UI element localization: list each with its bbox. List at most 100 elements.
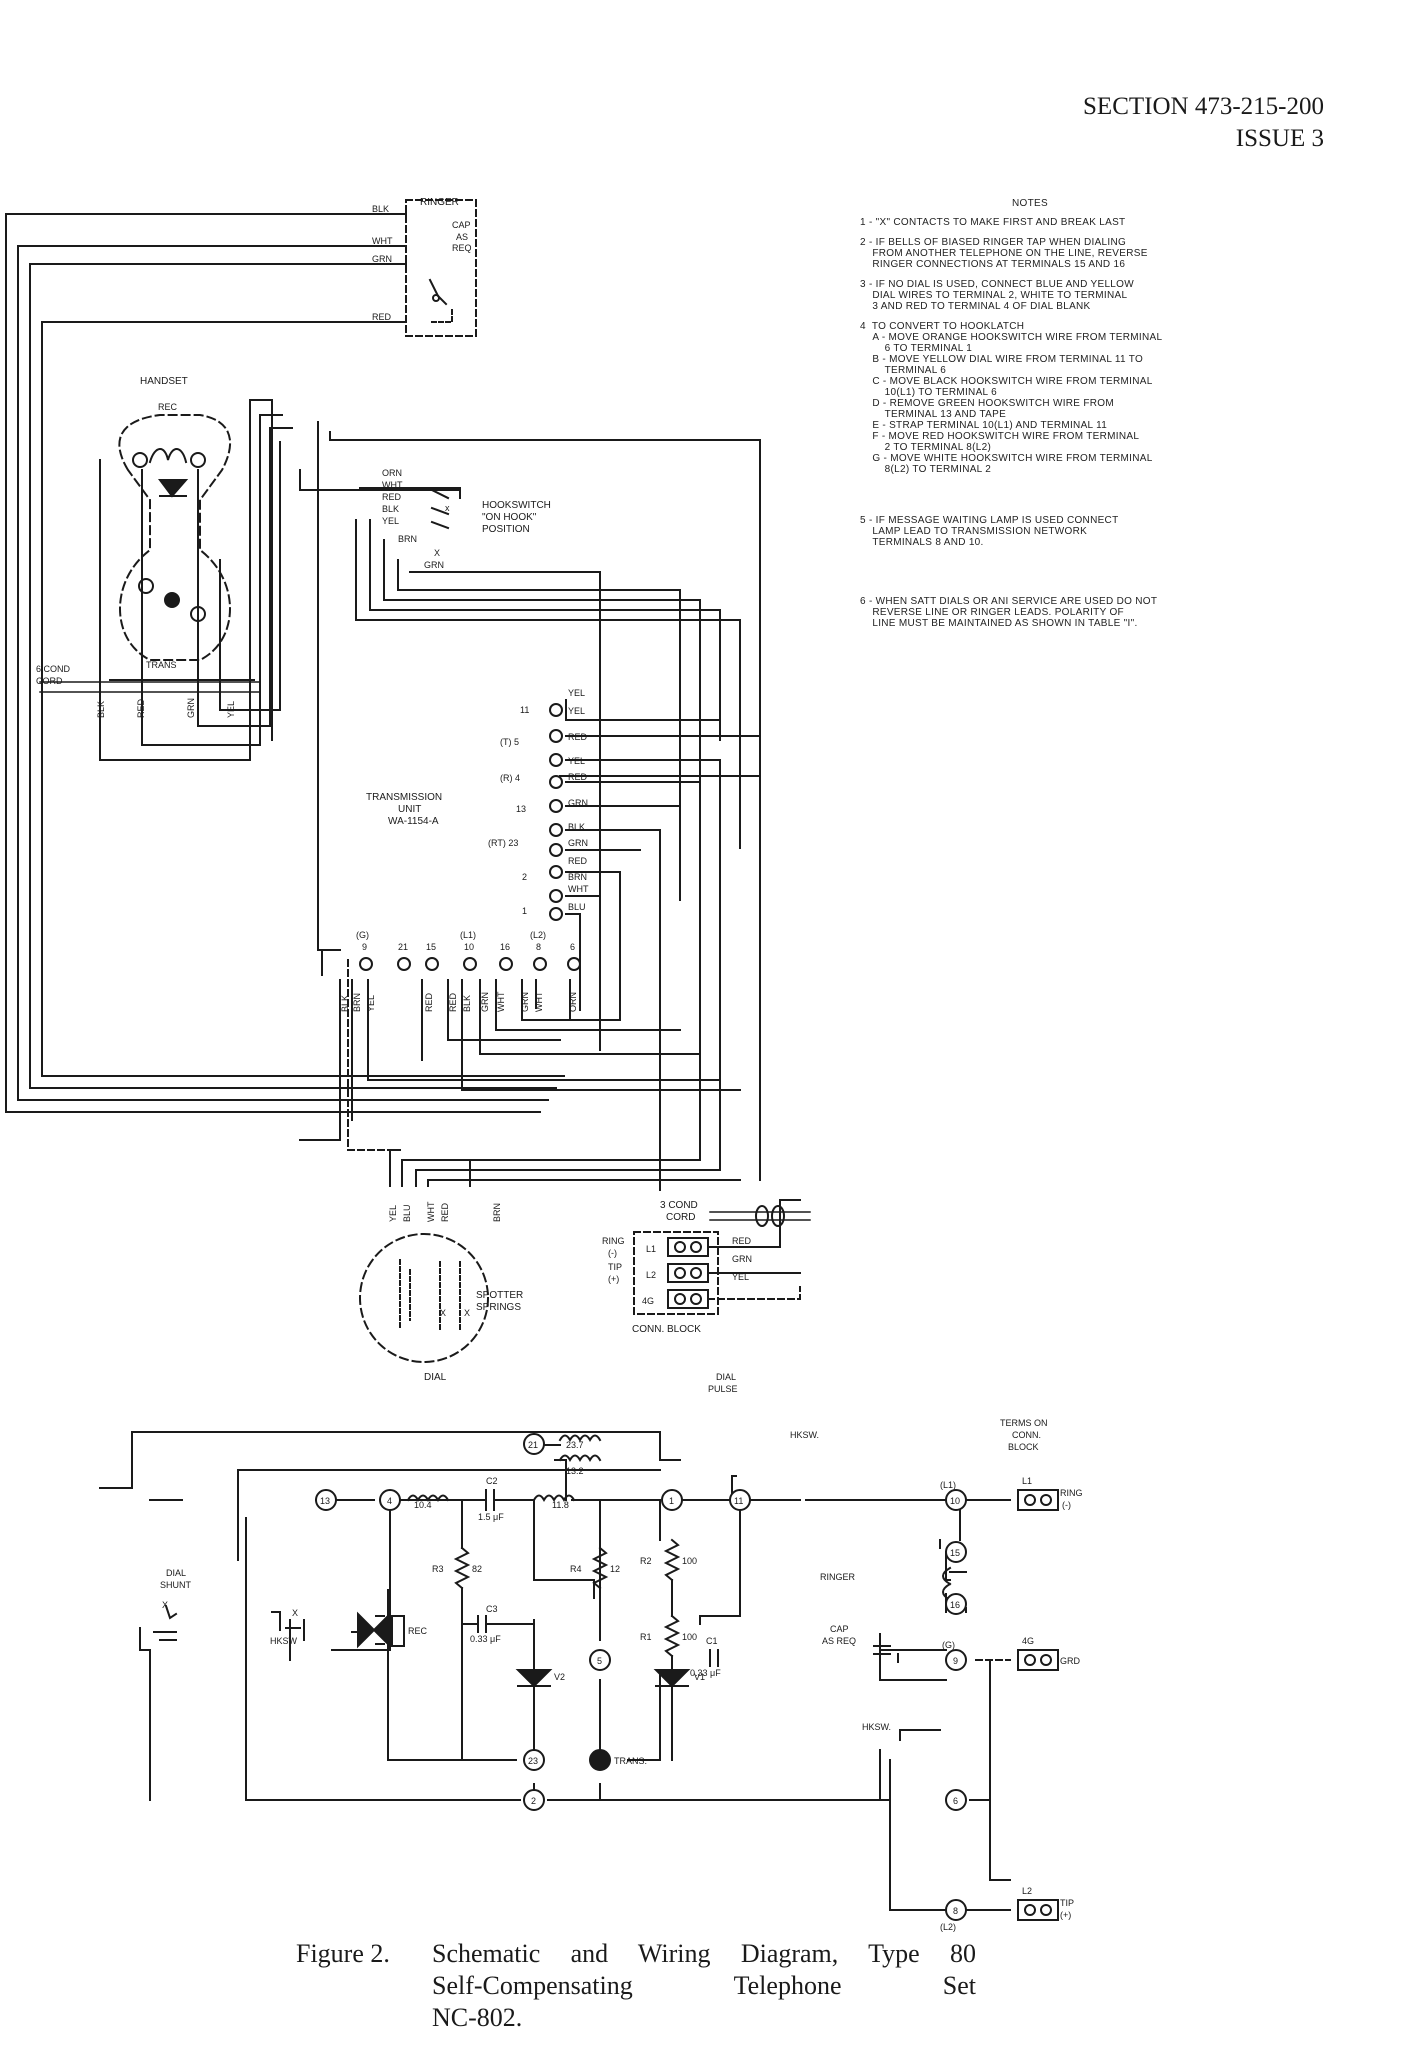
cord6-label-1: 6 COND: [36, 664, 71, 674]
bt-num-21: 21: [398, 942, 408, 952]
spotter-label-2: SPRINGS: [476, 1302, 521, 1313]
spotter-label-1: SPOTTER: [476, 1290, 523, 1301]
handset-outline: [118, 414, 231, 661]
tip-term-pol: (+): [1060, 1910, 1071, 1920]
cap-sch-label-2: AS REQ: [822, 1636, 856, 1646]
c3-label: C3: [486, 1604, 498, 1614]
tu-wire-9: RED: [568, 856, 588, 866]
hookswitch-label-3: POSITION: [482, 524, 530, 535]
bt-num-15: 15: [426, 942, 436, 952]
hs-cord-blk: BLK: [96, 701, 106, 718]
tu-wire-1: YEL: [568, 688, 585, 698]
hs-cord-red: RED: [136, 698, 146, 718]
node-15: 15: [950, 1548, 960, 1558]
note-1: 1 - "X" CONTACTS TO MAKE FIRST AND BREAK…: [860, 217, 1126, 228]
node-5: 5: [597, 1656, 602, 1666]
ring-block-term: L1: [1022, 1476, 1032, 1486]
wire-ringer-blk: [5, 213, 541, 1113]
node-8: 8: [953, 1906, 958, 1916]
hs-wire-brn: BRN: [398, 534, 417, 544]
hksw-top-label: HKSW.: [790, 1430, 819, 1440]
notes-title: NOTES: [1012, 198, 1048, 209]
figure-caption: Figure 2. Schematic and Wiring Diagram, …: [296, 1938, 976, 2034]
r2-value: 100: [682, 1556, 697, 1566]
tu-wire-4: YEL: [568, 756, 585, 766]
dial-circle: [359, 1233, 489, 1363]
notes-block: NOTES 1 - "X" CONTACTS TO MAKE FIRST AND…: [860, 198, 1260, 638]
ind-11-8: 11.8: [552, 1500, 569, 1510]
tu-term-t5: (T) 5: [500, 737, 519, 747]
bt-num-10: 10: [464, 942, 474, 952]
bv-9: GRN: [520, 992, 530, 1012]
ind-23-7: 23.7: [566, 1440, 584, 1450]
cap-sch-label-1: CAP: [830, 1624, 849, 1634]
tu-term-r4: (R) 4: [500, 773, 520, 783]
node-1: 1: [669, 1496, 674, 1506]
c1-value: 0.33 μF: [690, 1668, 721, 1678]
handset-trans-label: TRANS: [146, 660, 177, 670]
dial-x-1: X: [440, 1308, 446, 1318]
note-5: 5 - IF MESSAGE WAITING LAMP IS USED CONN…: [860, 515, 1119, 548]
bv-6: BLK: [462, 995, 472, 1012]
bv-5: RED: [448, 992, 458, 1012]
tip-label: TIP: [608, 1262, 622, 1272]
tu-wire-6: GRN: [568, 798, 588, 808]
node-9: 9: [953, 1656, 958, 1666]
g-label: (G): [942, 1640, 955, 1650]
block-l2: L2: [646, 1270, 656, 1280]
bv-4: RED: [424, 992, 434, 1012]
note-3: 3 - IF NO DIAL IS USED, CONNECT BLUE AND…: [860, 279, 1134, 312]
dial-shunt-x: X: [162, 1600, 168, 1610]
bt-num-16: 16: [500, 942, 510, 952]
hs-wire-yel: YEL: [382, 516, 399, 526]
tip-term-name: TIP: [1060, 1898, 1074, 1908]
node-13: 13: [320, 1496, 330, 1506]
tu-wire-8: GRN: [568, 838, 588, 848]
r4-value: 12: [610, 1564, 620, 1574]
dial-wire-yel: YEL: [388, 1205, 398, 1222]
bt-num-8: 8: [536, 942, 541, 952]
dial-wire-brn: BRN: [492, 1203, 502, 1222]
svg-text:x: x: [445, 503, 450, 513]
tu-term-13: 13: [516, 804, 526, 814]
wire-ringer-grn: [29, 263, 557, 1089]
trans-node-label: TRANS.: [614, 1756, 647, 1766]
node-6: 6: [953, 1796, 958, 1806]
ring-label: RING: [602, 1236, 625, 1246]
c2-value: 1.5 μF: [478, 1512, 504, 1522]
tu-wire-3: RED: [568, 732, 588, 742]
note-4: 4 TO CONVERT TO HOOKLATCH A - MOVE ORANG…: [860, 321, 1163, 475]
node-11: 11: [734, 1496, 743, 1506]
tu-term-rt23: (RT) 23: [488, 838, 518, 848]
rec-label: REC: [408, 1626, 428, 1636]
ringer-sch-label: RINGER: [820, 1572, 856, 1582]
ringer-box: [405, 199, 477, 337]
hs-wire-red: RED: [382, 492, 402, 502]
ringer-label: RINGER: [420, 197, 459, 208]
dial-label: DIAL: [424, 1372, 447, 1383]
cap-label-2: AS: [456, 232, 468, 242]
caption-line-1: Schematic and Wiring Diagram, Type 80: [432, 1939, 976, 1968]
cap-label-1: CAP: [452, 220, 471, 230]
wire-ringer-wht: [17, 245, 549, 1101]
tu-label-3: WA-1154-A: [388, 816, 439, 827]
hs-wire-blk: BLK: [382, 504, 399, 514]
hs-cord-yel: YEL: [226, 701, 236, 718]
bv-8: WHT: [496, 991, 506, 1012]
ringer-wire-wht: WHT: [372, 236, 393, 246]
ringer-wire-red: RED: [372, 312, 392, 322]
r3-value: 82: [472, 1564, 482, 1574]
block-wire-yel: YEL: [732, 1272, 749, 1282]
r3-label: R3: [432, 1564, 444, 1574]
caption-line-3: NC-802.: [432, 2003, 523, 2032]
dial-pulse-label-2: PULSE: [708, 1384, 738, 1394]
node-2: 2: [531, 1796, 536, 1806]
v1-label: V1: [694, 1672, 705, 1682]
c1-label: C1: [706, 1636, 718, 1646]
tip-pol: (+): [608, 1274, 619, 1284]
tu-term-1: 1: [522, 906, 527, 916]
bt-top-10: (L1): [460, 930, 476, 940]
wire-ringer-red: [41, 321, 565, 1077]
node-10: 10: [950, 1496, 960, 1506]
